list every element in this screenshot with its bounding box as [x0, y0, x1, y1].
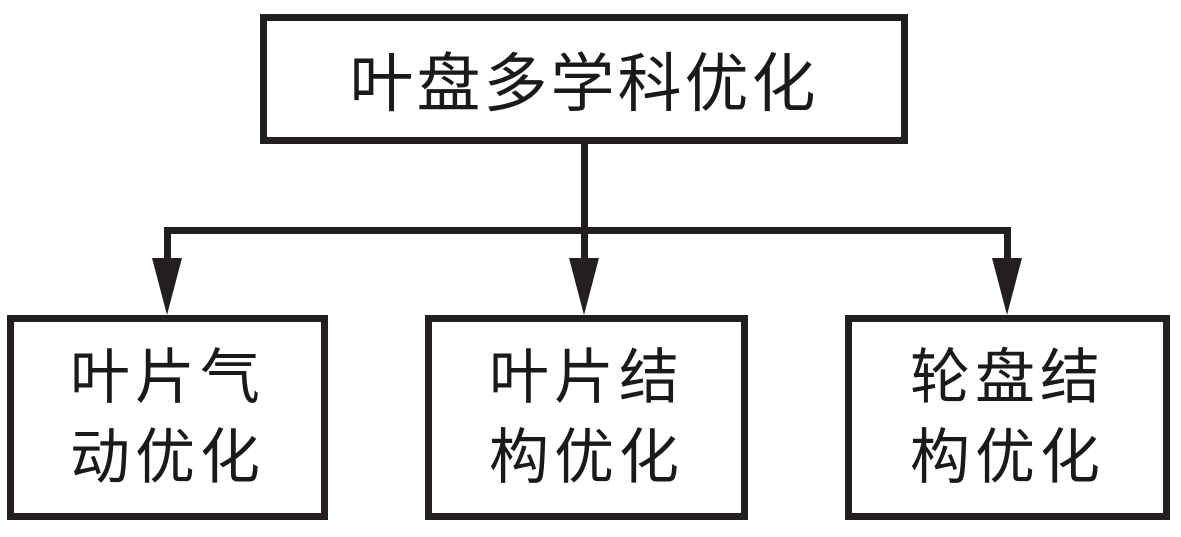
node-root-label: 叶盘多学科优化 [349, 48, 819, 122]
node-blade-structure-label: 叶片结 构优化 [489, 342, 684, 493]
node-blade-aero-optimization: 叶片气 动优化 [7, 315, 328, 520]
arrow-down-icon-middle [569, 258, 599, 315]
node-root-blisk-mdo: 叶盘多学科优化 [260, 14, 908, 144]
connector-drop-right [1004, 230, 1011, 264]
node-blade-structure-optimization: 叶片结 构优化 [425, 315, 748, 520]
node-disk-structure-label: 轮盘结 构优化 [910, 342, 1105, 493]
arrow-down-icon-left [152, 258, 182, 315]
connector-drop-middle [581, 230, 588, 264]
node-disk-structure-optimization: 轮盘结 构优化 [845, 315, 1170, 520]
connector-drop-left [164, 230, 171, 264]
node-blade-aero-label: 叶片气 动优化 [70, 342, 265, 493]
arrow-down-icon-right [992, 258, 1022, 315]
connector-stem [581, 140, 588, 231]
